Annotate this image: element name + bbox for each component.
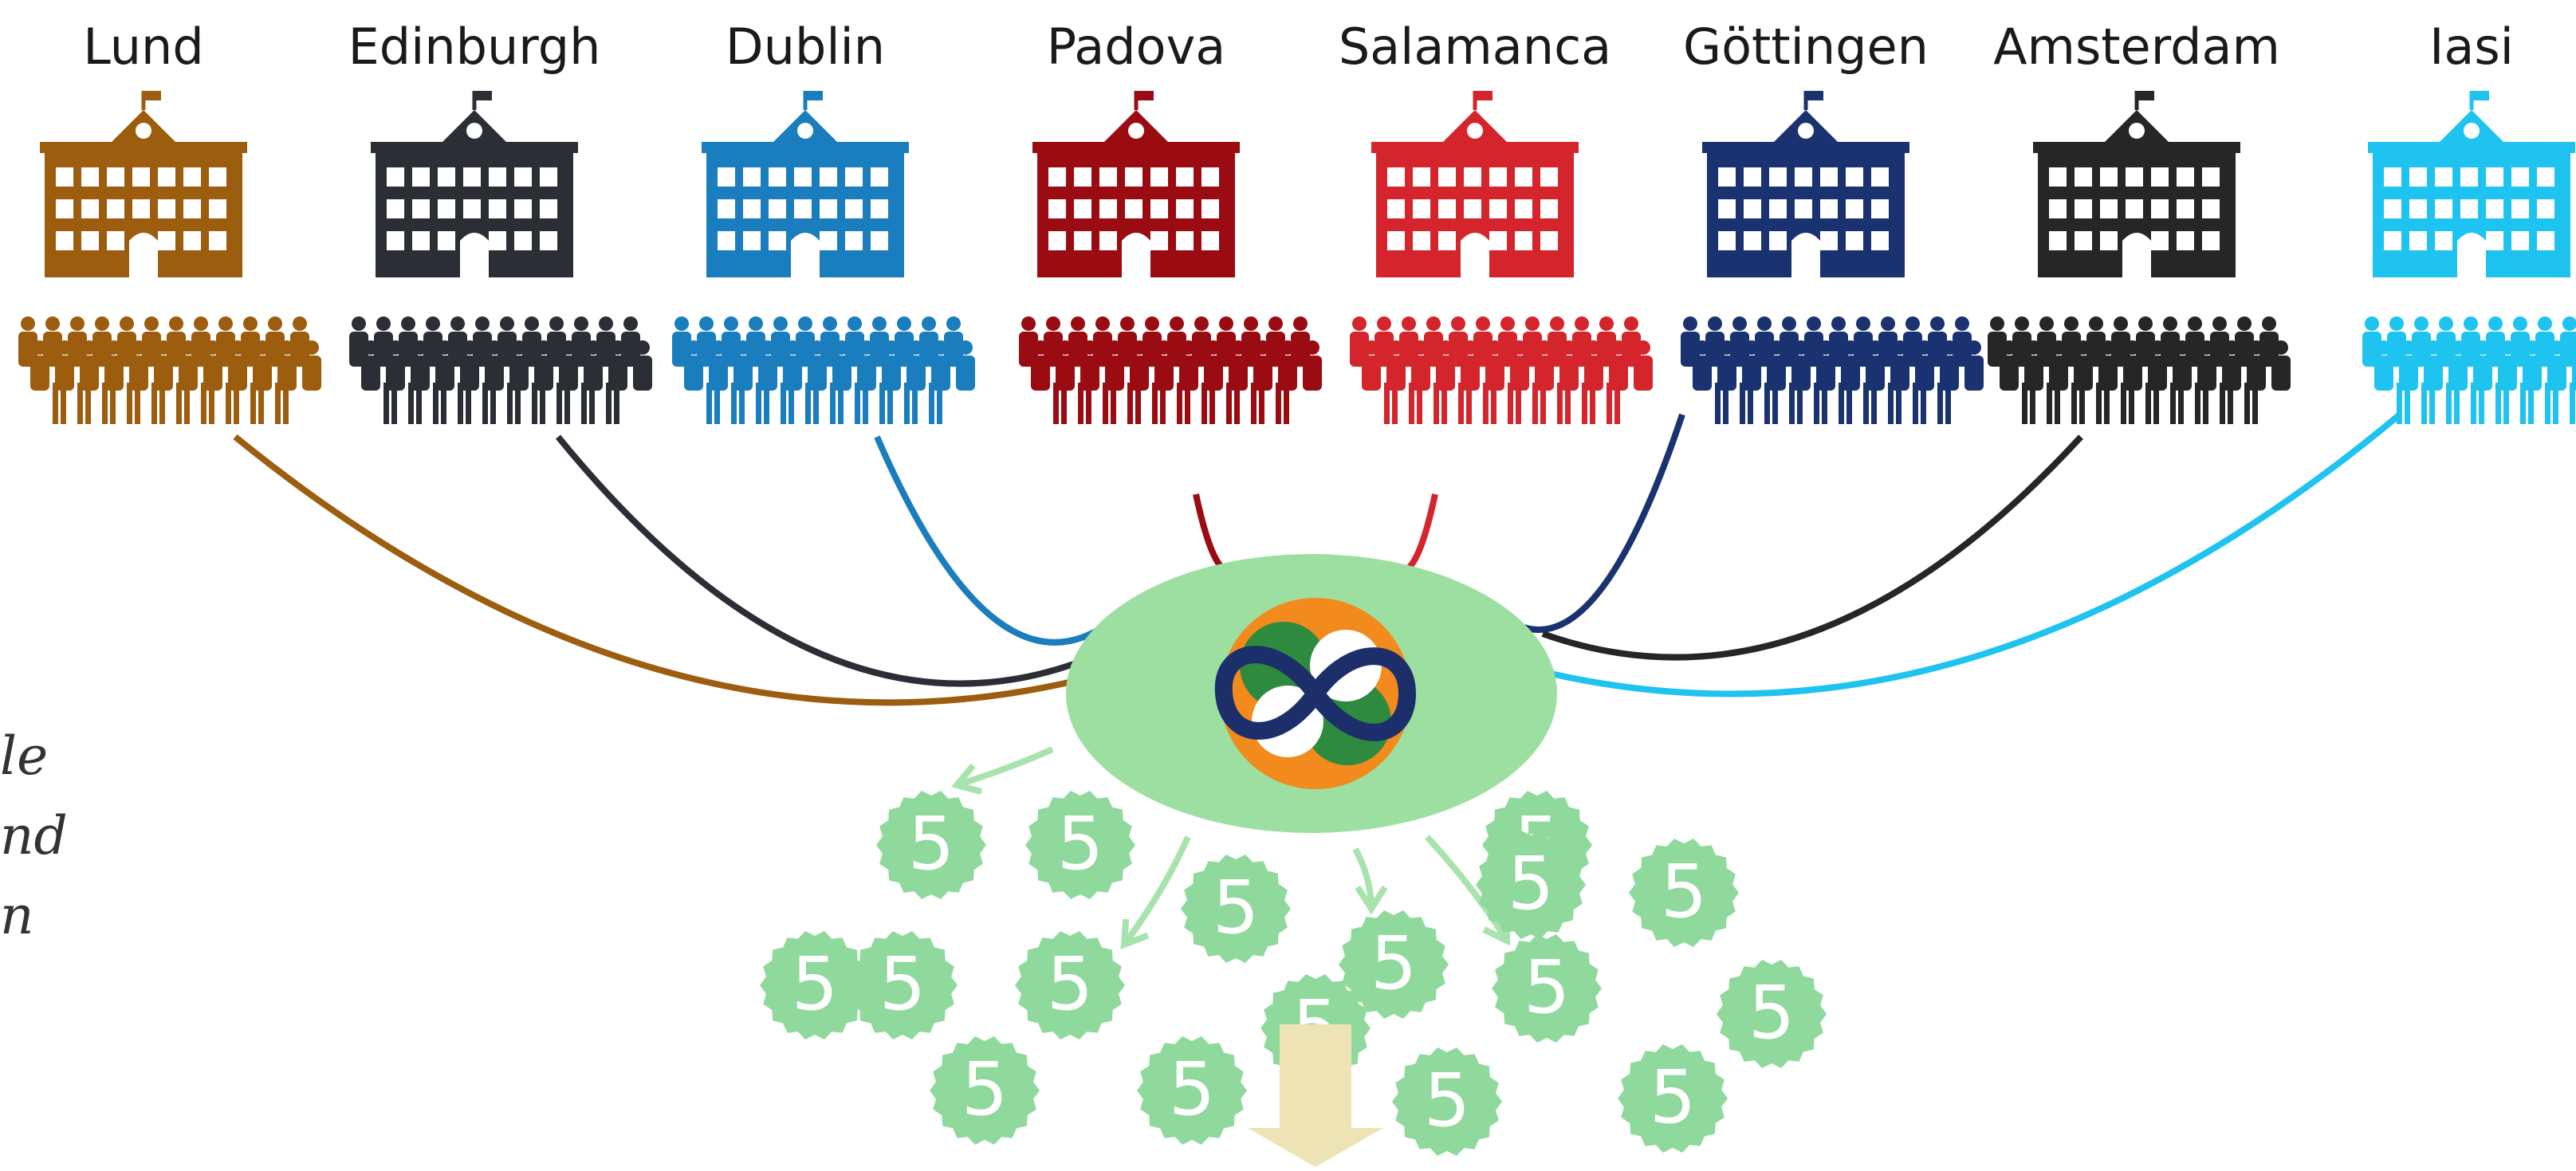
- sdg5-badge-icon: 5: [1025, 791, 1135, 899]
- sdg5-badge-icon: 5: [930, 1036, 1040, 1145]
- university-name: Edinburgh: [348, 18, 601, 76]
- badge-label: 5: [962, 1047, 1009, 1132]
- badge-label: 5: [1424, 1058, 1471, 1143]
- connection-line: [1193, 493, 1233, 574]
- connection-line: [1489, 413, 1685, 633]
- sdg5-badge-icon: 5: [1492, 934, 1602, 1043]
- building-icon: [1702, 91, 1909, 277]
- badge-label: 5: [1057, 801, 1104, 886]
- flow-arrow-icon: [1120, 835, 1191, 949]
- connection-line: [233, 434, 1073, 706]
- side-note-line-2: nd: [0, 805, 68, 866]
- community-crowds: [18, 316, 2576, 424]
- side-note-line-1: le: [0, 725, 49, 787]
- building-icon: [40, 91, 247, 277]
- down-arrow-icon: [1248, 1024, 1383, 1167]
- sdg5-badge-icon: 5: [1339, 910, 1449, 1019]
- badge-label: 5: [1213, 865, 1260, 950]
- university-name: Amsterdam: [1993, 18, 2280, 76]
- badge-label: 5: [1371, 921, 1418, 1006]
- badge-label: 5: [1650, 1055, 1697, 1140]
- building-icon: [1032, 91, 1240, 277]
- sdg5-badges: 55555555555555555: [760, 791, 1827, 1156]
- flow-arrow-icon: [950, 746, 1054, 795]
- connection-line: [1541, 434, 2083, 661]
- sdg5-badge-icon: 5: [1181, 855, 1291, 963]
- people-crowd-icon: [1988, 316, 2291, 424]
- badge-label: 5: [1047, 941, 1094, 1027]
- flow-arrow-icon: [1352, 847, 1388, 915]
- badge-label: 5: [792, 941, 839, 1027]
- building-icon: [1371, 91, 1579, 277]
- central-hub: [950, 554, 1557, 949]
- university-name: Göttingen: [1683, 18, 1929, 76]
- building-icon: [702, 91, 909, 277]
- connection-line: [874, 435, 1119, 646]
- building-icon: [2033, 91, 2240, 277]
- sdg5-badge-icon: 5: [1717, 960, 1827, 1068]
- connection-line: [1550, 411, 2402, 697]
- building-icon: [371, 91, 578, 277]
- badge-label: 5: [908, 801, 955, 886]
- people-crowd-icon: [18, 316, 321, 424]
- sdg5-badge-icon: 5: [1015, 931, 1125, 1039]
- people-crowd-icon: [672, 316, 975, 424]
- connection-line: [1398, 493, 1438, 574]
- sdg5-badge-icon: 5: [848, 931, 958, 1039]
- badge-label: 5: [879, 941, 926, 1027]
- sdg5-badge-icon: 5: [876, 791, 986, 899]
- people-crowd-icon: [1019, 316, 1322, 424]
- people-crowd-icon: [349, 316, 652, 424]
- infinity-logo-icon: [1214, 598, 1417, 789]
- university-buildings: [40, 91, 2575, 277]
- connection-lines: [233, 411, 2402, 706]
- side-note-line-3: n: [0, 885, 34, 946]
- sdg5-badge-icon: 5: [1392, 1047, 1502, 1156]
- sdg5-badge-icon: 5: [1629, 839, 1739, 947]
- building-icon: [2368, 91, 2575, 277]
- sdg5-badge-icon: 5: [1137, 1036, 1247, 1145]
- sdg5-badge-icon: 5: [1618, 1044, 1728, 1153]
- people-crowd-icon: [1681, 316, 1984, 424]
- university-name: Lund: [83, 18, 204, 76]
- university-name: Dublin: [725, 18, 886, 76]
- university-name: Iasi: [2429, 18, 2514, 76]
- sdg5-badge-icon: 5: [1476, 831, 1586, 939]
- badge-label: 5: [1169, 1047, 1216, 1132]
- university-name: Salamanca: [1338, 18, 1612, 76]
- people-crowd-icon: [2362, 316, 2576, 424]
- badge-label: 5: [1661, 849, 1708, 934]
- badge-label: 5: [1524, 945, 1571, 1030]
- badge-label: 5: [1748, 970, 1795, 1055]
- badge-label: 5: [1508, 841, 1555, 926]
- connection-line: [555, 434, 1082, 687]
- university-name: Padova: [1046, 18, 1226, 76]
- sdg5-badge-icon: 5: [760, 931, 870, 1039]
- people-crowd-icon: [1350, 316, 1653, 424]
